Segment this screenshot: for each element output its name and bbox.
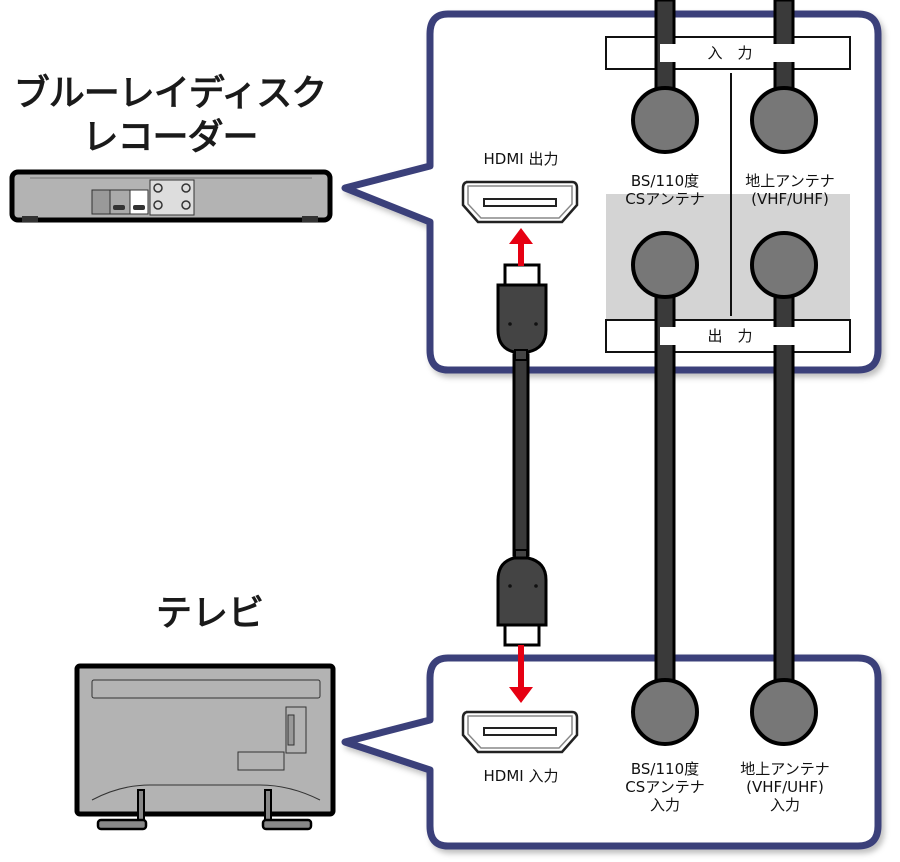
input-bar-label: 入 力 [660,44,800,62]
tv-terrestrial-label-line1: 地上アンテナ [740,760,830,778]
bs-label-line1: BS/110度 [630,172,700,190]
bs-label-line2: CSアンテナ [625,190,705,208]
tv-device-image [74,663,336,831]
bs-antenna-label: BS/110度 CSアンテナ [610,172,720,208]
terrestrial-antenna-label: 地上アンテナ (VHF/UHF) [734,172,846,208]
hdmi-cable [496,263,548,647]
tv-bs-antenna-label: BS/110度 CSアンテナ 入力 [610,760,720,814]
tv-terrestrial-antenna-label: 地上アンテナ (VHF/UHF) 入力 [729,760,841,814]
recorder-title-line2: レコーダー [82,117,258,158]
hdmi-output-port [461,180,579,224]
tv-terrestrial-label-line3: 入力 [769,796,800,814]
antenna-cable-bs [631,231,699,746]
recorder-title: ブルーレイディスク レコーダー [0,72,340,160]
antenna-cable-terrestrial [750,231,818,746]
tv-bs-label-line2: CSアンテナ [625,778,705,796]
tv-title: テレビ [155,593,264,634]
terrestrial-label-line1: 地上アンテナ [745,172,835,190]
tv-bs-label-line1: BS/110度 [630,760,700,778]
arrow-down-icon [509,645,533,703]
tv-terrestrial-label-line2: (VHF/UHF) [746,778,824,796]
tv-panel [341,654,882,850]
hdmi-input-label: HDMI 入力 [483,767,559,785]
terrestrial-label-line2: (VHF/UHF) [751,190,829,208]
output-bar-label: 出 力 [660,327,800,345]
tv-bs-label-line3: 入力 [649,796,680,814]
recorder-device-image [9,169,333,223]
hdmi-input-port [461,710,579,754]
hdmi-output-label: HDMI 出力 [483,150,559,168]
recorder-title-line1: ブルーレイディスク [13,73,327,114]
arrow-up-icon [509,228,533,266]
